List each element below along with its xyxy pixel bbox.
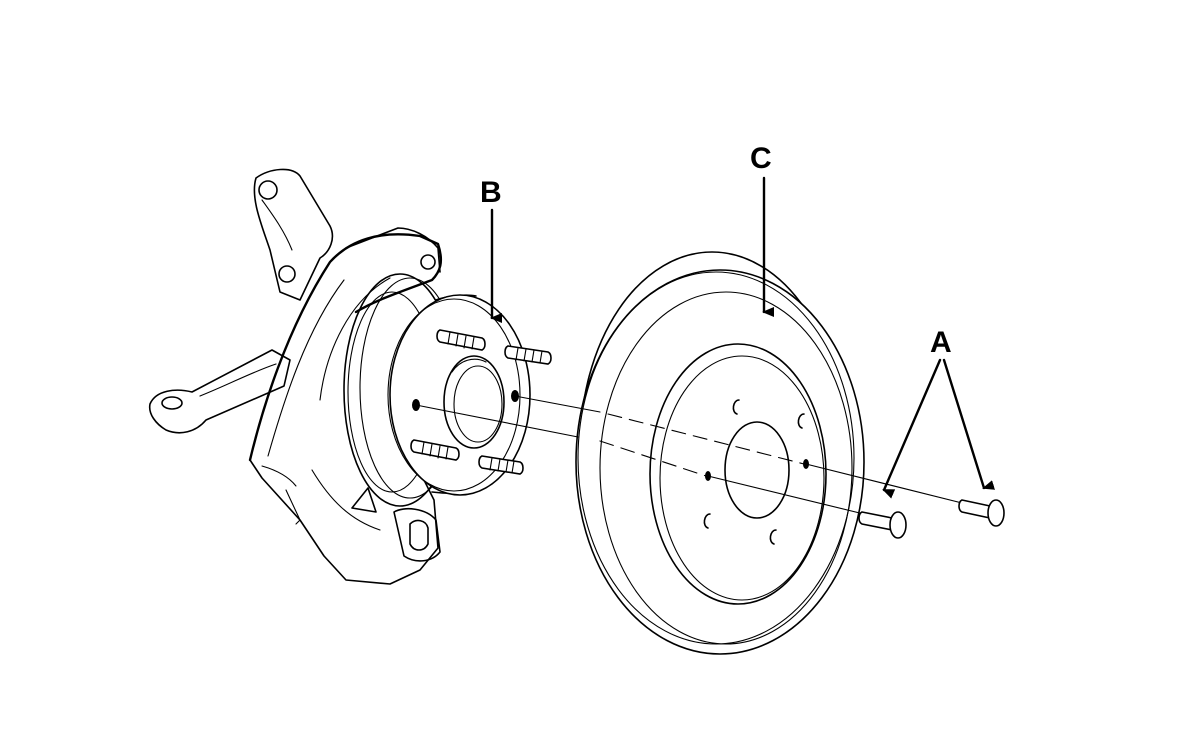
wheel-stud	[436, 329, 486, 351]
wheel-stud	[410, 439, 460, 461]
label-a: A	[930, 326, 952, 359]
steering-knuckle	[148, 168, 443, 585]
brake-disc	[575, 251, 865, 655]
disc-screw	[858, 511, 907, 539]
lug-hole	[732, 399, 740, 415]
callout-arrow-a-right	[942, 358, 996, 490]
disc-screws	[858, 499, 1005, 539]
label-c: C	[750, 142, 772, 175]
callout-arrow-a-left	[882, 358, 942, 499]
wheel-stud	[478, 455, 524, 475]
label-b: B	[480, 176, 502, 209]
wheel-studs	[410, 329, 552, 475]
callout-arrows	[490, 176, 996, 499]
lug-hole	[769, 529, 777, 545]
lug-hole	[703, 513, 711, 529]
wheel-stud	[504, 345, 552, 365]
lug-hole	[797, 413, 805, 429]
disc-screw	[958, 499, 1005, 527]
